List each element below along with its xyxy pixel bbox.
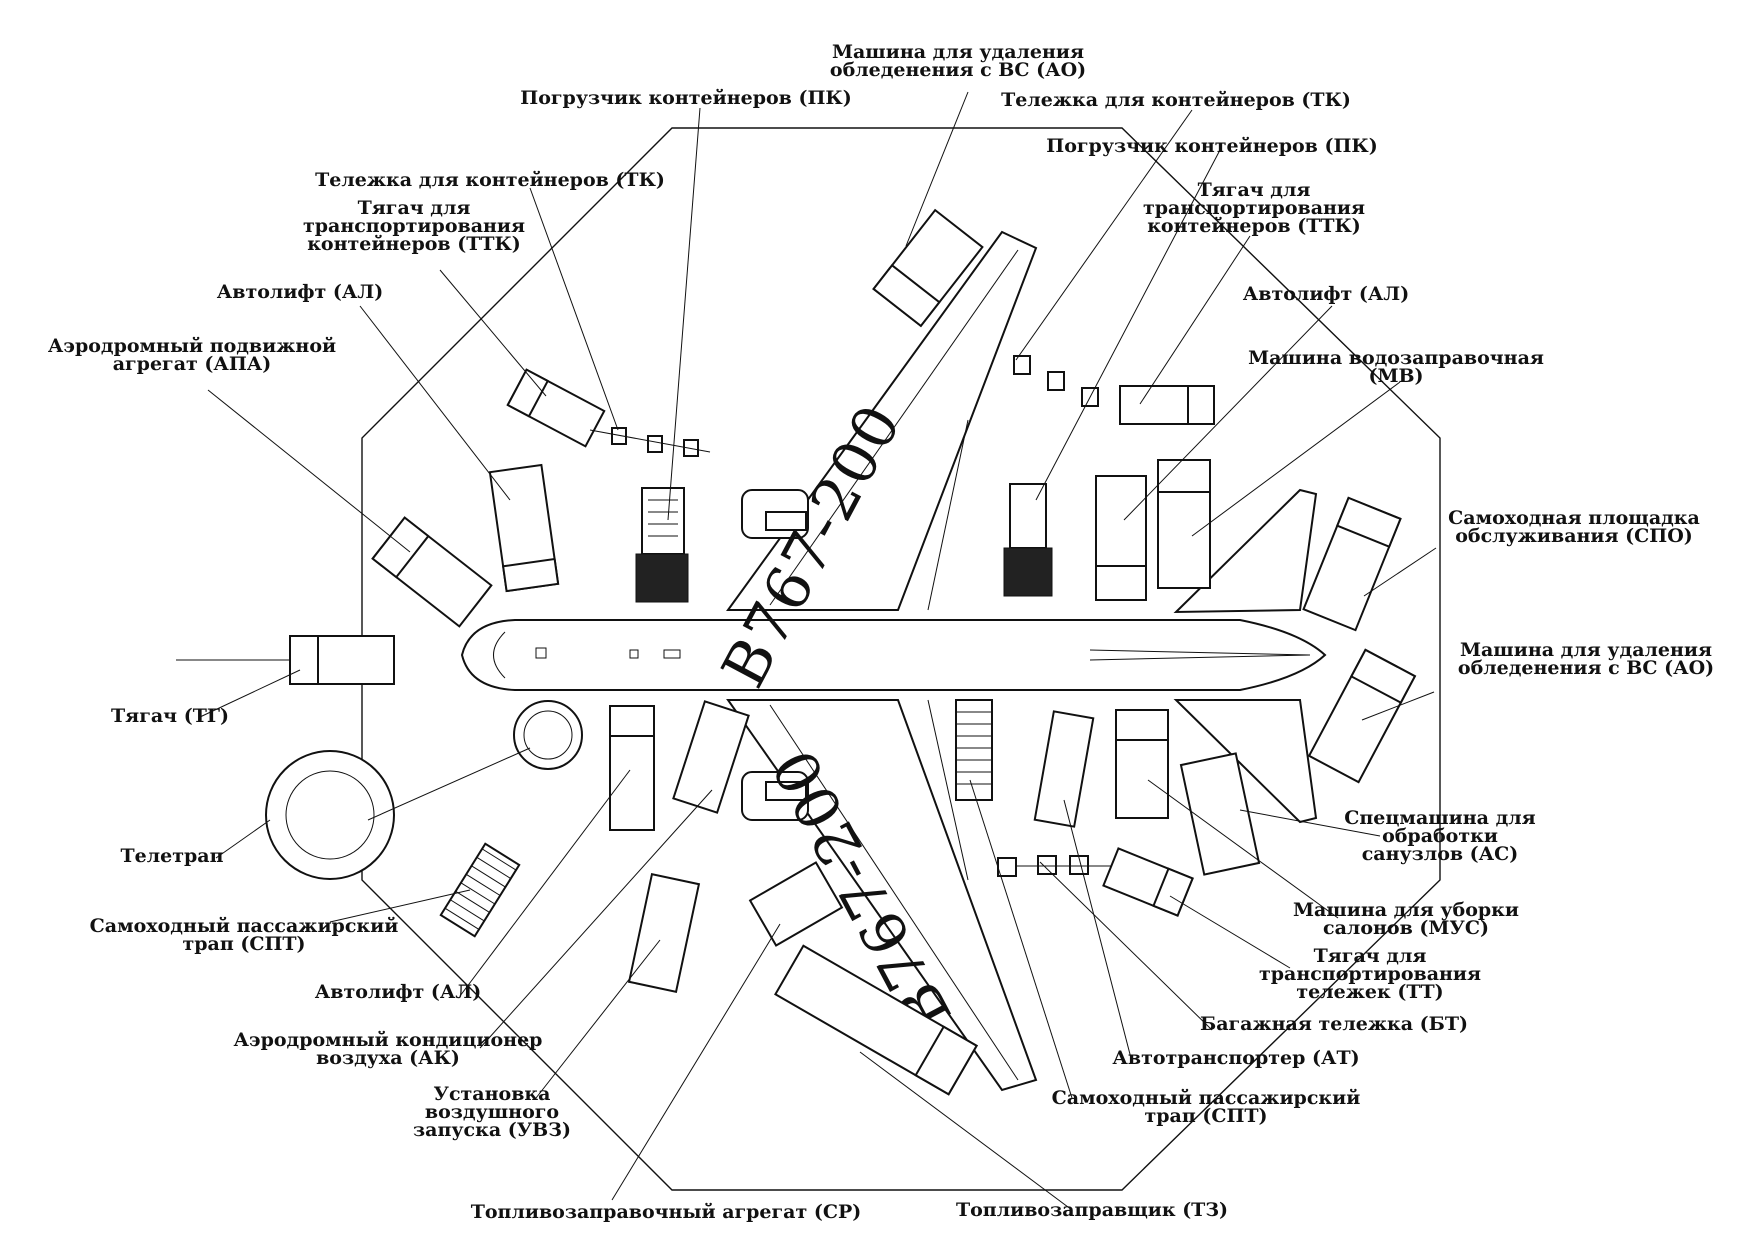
label-deicing-right-1: Машина для удаления — [1460, 639, 1712, 661]
vehicle-ttk-right — [1119, 385, 1215, 425]
teletrap-large — [265, 750, 395, 880]
label-tk-top-right: Тележка для контейнеров (ТК) — [1001, 89, 1351, 111]
label-lavatory-3: санузлов (АС) — [1362, 843, 1519, 865]
vehicle-pk-right — [1003, 483, 1053, 597]
label-stairs-left-1: Самоходный пассажирский — [90, 915, 399, 937]
label-baggage-cart: Багажная тележка (БТ) — [1200, 1013, 1468, 1035]
vehicle-deicing-right — [1307, 648, 1417, 784]
label-air-start-3: запуска (УВЗ) — [413, 1119, 571, 1141]
vehicle-apa — [371, 516, 493, 628]
vehicle-lavatory — [1179, 752, 1261, 876]
label-air-conditioner-1: Аэродромный кондиционер — [234, 1029, 543, 1051]
label-spo-1: Самоходная площадка — [1448, 507, 1700, 529]
label-stairs-bottom-1: Самоходный пассажирский — [1052, 1087, 1361, 1109]
vehicle-stairs-spt-bottom — [955, 699, 993, 801]
label-ttk-right-2: транспортирования — [1143, 197, 1365, 219]
leader-lines — [199, 91, 1437, 1211]
label-deicing-top-1: Машина для удаления — [832, 41, 1084, 63]
vehicle-air-conditioner — [672, 700, 750, 814]
label-deicing-right-2: обледенения с ВС (АО) — [1458, 657, 1714, 679]
label-ttk-right-3: контейнеров (ТТК) — [1147, 215, 1361, 237]
label-cabin-cleaning-2: салонов (МУС) — [1323, 917, 1489, 939]
label-ttk-left-1: Тягач для — [358, 197, 471, 219]
label-conveyor: Автотранспортер (АТ) — [1112, 1047, 1359, 1069]
vehicle-pk-left — [635, 487, 689, 603]
label-fuel-truck: Топливозаправщик (ТЗ) — [956, 1199, 1228, 1221]
label-apa-2: агрегат (АПА) — [113, 353, 272, 375]
label-stairs-left-2: трап (СПТ) — [182, 933, 305, 955]
baggage-carts — [997, 855, 1116, 877]
vehicle-deicing-top — [872, 208, 984, 328]
container-carts-left — [589, 427, 711, 457]
label-ttk-right-1: Тягач для — [1198, 179, 1311, 201]
label-tt-3: тележек (ТТ) — [1296, 981, 1443, 1003]
label-cabin-cleaning-1: Машина для уборки — [1293, 899, 1519, 921]
label-tt-1: Тягач для — [1314, 945, 1427, 967]
label-autolift-bottom: Автолифт (АЛ) — [315, 981, 481, 1003]
label-fuel-dispenser: Топливозаправочный агрегат (СР) — [471, 1201, 862, 1223]
label-teletrap: Телетрап — [121, 845, 224, 867]
vehicle-ttk-left — [506, 368, 606, 448]
label-water-truck-1: Машина водозаправочная — [1248, 347, 1544, 369]
label-autolift-left: Автолифт (АЛ) — [217, 281, 383, 303]
label-water-truck-2: (МВ) — [1368, 365, 1423, 387]
label-lavatory-1: Спецмашина для — [1344, 807, 1535, 829]
vehicle-fuel-truck — [774, 944, 978, 1096]
label-spo-2: обслуживания (СПО) — [1455, 525, 1693, 547]
vehicle-conveyor-at — [1033, 710, 1095, 828]
label-stairs-bottom-2: трап (СПТ) — [1144, 1105, 1267, 1127]
labels: Машина для удаления обледенения с ВС (АО… — [48, 41, 1714, 1223]
label-tt-2: транспортирования — [1259, 963, 1481, 985]
label-air-start-1: Установка — [434, 1083, 551, 1105]
label-apa-1: Аэродромный подвижной — [48, 335, 336, 357]
label-air-start-2: воздушного — [425, 1101, 559, 1123]
aircraft-b767: B767-200 B767-200 — [460, 230, 1327, 1092]
label-autolift-right: Автолифт (АЛ) — [1243, 283, 1409, 305]
label-ttk-left-2: транспортирования — [303, 215, 525, 237]
label-tk-left: Тележка для контейнеров (ТК) — [315, 169, 665, 191]
label-deicing-top-2: обледенения с ВС (АО) — [830, 59, 1086, 81]
label-ttk-left-3: контейнеров (ТТК) — [307, 233, 521, 255]
lower-stabilizer — [1173, 699, 1318, 824]
vehicle-spo — [1302, 496, 1402, 632]
label-lavatory-2: обработки — [1382, 825, 1498, 847]
vehicle-tug-tg — [176, 635, 395, 685]
vehicle-tt — [1102, 847, 1194, 917]
label-air-conditioner-2: воздуха (АК) — [316, 1047, 460, 1069]
vehicle-autolift-left — [488, 463, 560, 593]
vehicle-stairs-spt-left — [439, 842, 521, 938]
label-pk-right: Погрузчик контейнеров (ПК) — [1046, 135, 1377, 157]
vehicle-air-start — [627, 873, 701, 993]
label-tug: Тягач (ТГ) — [111, 705, 229, 727]
label-pk-top: Погрузчик контейнеров (ПК) — [520, 87, 851, 109]
service-zone-octagon — [361, 127, 1441, 1191]
vehicle-fuel-dispenser — [748, 861, 844, 947]
container-carts-right — [1013, 355, 1099, 407]
fuselage — [460, 619, 1327, 691]
